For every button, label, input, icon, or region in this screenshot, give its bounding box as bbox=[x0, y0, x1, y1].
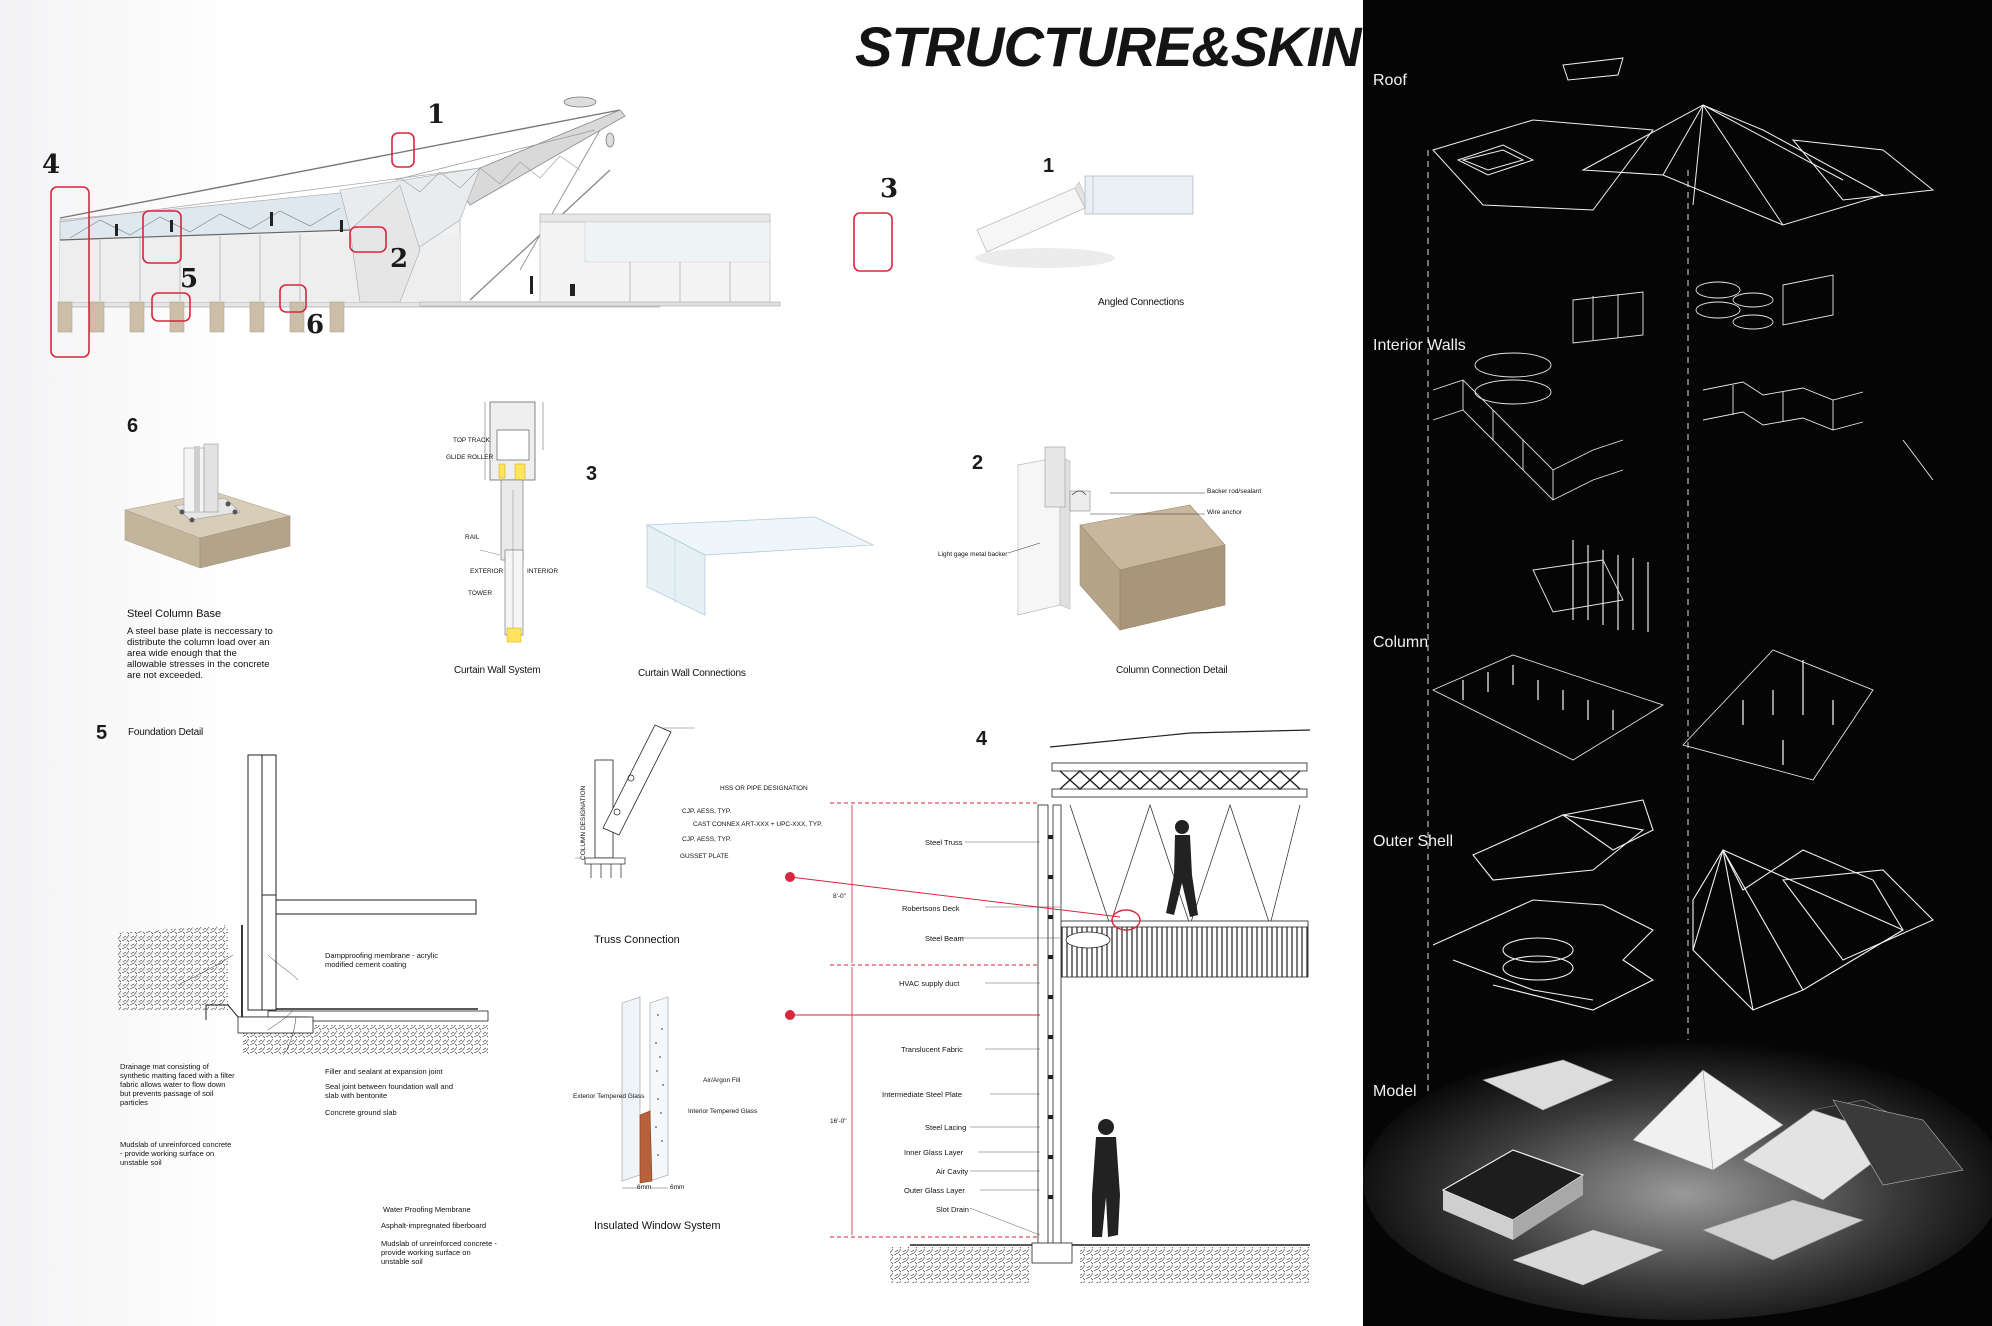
marker-2: 2 bbox=[390, 244, 409, 274]
layer-label-model: Model bbox=[1373, 1083, 1417, 1100]
foundation-note-dampproofing: Dampproofing membrane - acrylic modified… bbox=[325, 951, 438, 969]
section-label-air-cavity: Air Cavity bbox=[936, 1167, 969, 1176]
foundation-note-fiberboard: Asphalt-impregnated fiberboard bbox=[381, 1221, 487, 1230]
section-label-steel-beam: Steel Beam bbox=[925, 934, 964, 943]
window-label-exterior-glass: Exterior Tempered Glass bbox=[573, 1093, 645, 1100]
column-label-metal-backer: Light gage metal backer bbox=[938, 551, 1008, 558]
angled-connection-render bbox=[975, 175, 1194, 268]
window-label-interior-glass: Interior Tempered Glass bbox=[688, 1108, 758, 1115]
section-label-steel-truss: Steel Truss bbox=[925, 838, 963, 847]
foundation-note-drainage-mat: Drainage mat consisting of synthetic mat… bbox=[120, 1062, 235, 1107]
curtain-label-interior: INTERIOR bbox=[527, 568, 559, 575]
building-elevation bbox=[50, 96, 781, 358]
detail-4-number: 4 bbox=[976, 728, 988, 750]
curtain-wall-connection-render bbox=[645, 516, 875, 616]
curtain-wall-system-drawing bbox=[479, 401, 544, 643]
layer-label-outer-shell: Outer Shell bbox=[1373, 833, 1454, 850]
detail-5-number: 5 bbox=[96, 722, 108, 744]
section-label-outer-glass: Outer Glass Layer bbox=[904, 1186, 965, 1195]
curtain-wall-connections-caption: Curtain Wall Connections bbox=[638, 668, 746, 679]
foundation-section-drawing bbox=[118, 754, 489, 1056]
truss-label-cjp-2: CJP, AESS, TYP. bbox=[682, 836, 732, 843]
section-label-slot-drain: Slot Drain bbox=[936, 1205, 969, 1214]
truss-label-cjp-1: CJP, AESS, TYP. bbox=[682, 808, 732, 815]
truss-label-gusset: GUSSET PLATE bbox=[680, 853, 729, 860]
layer-label-roof: Roof bbox=[1373, 72, 1407, 89]
wall-section-drawing bbox=[785, 729, 1311, 1283]
marker-3: 3 bbox=[880, 174, 899, 204]
section-dim-16ft: 16'-0" bbox=[830, 1118, 847, 1125]
curtain-label-top-track: TOP TRACK bbox=[453, 437, 490, 444]
detail-1-number: 1 bbox=[1043, 155, 1055, 177]
truss-connection-drawing bbox=[575, 724, 695, 878]
section-label-intermediate-plate: Intermediate Steel Plate bbox=[882, 1090, 963, 1099]
section-dim-8ft: 8'-0" bbox=[833, 893, 846, 900]
foundation-note-filler-sealant: Filler and sealant at expansion joint bbox=[325, 1067, 443, 1076]
truss-label-hss: HSS OR PIPE DESIGNATION bbox=[720, 785, 808, 792]
layer-label-column: Column bbox=[1373, 634, 1429, 651]
foundation-note-mudslab-left: Mudslab of unreinforced concrete - provi… bbox=[120, 1140, 232, 1167]
exploded-axonometric-panel: Roof Interior Walls Column Outer Shell M… bbox=[1363, 0, 1992, 1326]
section-label-inner-glass: Inner Glass Layer bbox=[904, 1148, 964, 1157]
foundation-detail-caption: Foundation Detail bbox=[128, 727, 203, 738]
curtain-label-tower: TOWER bbox=[468, 590, 493, 597]
section-label-steel-lacing: Steel Lacing bbox=[925, 1123, 967, 1132]
foundation-note-mudslab-right: Mudslab of unreinforced concrete - provi… bbox=[381, 1239, 497, 1266]
column-connection-caption: Column Connection Detail bbox=[1116, 665, 1228, 676]
truss-label-column: COLUMN DESIGNATION bbox=[580, 785, 587, 860]
marker-box-3 bbox=[853, 212, 893, 272]
marker-4: 4 bbox=[42, 150, 61, 180]
steel-column-base-caption: Steel Column Base bbox=[127, 608, 222, 620]
curtain-wall-system-caption: Curtain Wall System bbox=[454, 665, 541, 676]
truss-label-cast-connex: CAST CONNEX ART-XXX + UPC-XXX, TYP. bbox=[693, 821, 823, 828]
window-label-air-argon: Air/Argon Fill bbox=[703, 1077, 741, 1084]
page-title: STRUCTURE&SKIN bbox=[855, 15, 1362, 78]
section-label-translucent-fabric: Translucent Fabric bbox=[901, 1045, 963, 1054]
column-label-backer-rod: Backer rod/sealant bbox=[1207, 488, 1262, 495]
section-label-hvac: HVAC supply duct bbox=[899, 979, 960, 988]
layer-label-interior-walls: Interior Walls bbox=[1373, 337, 1466, 354]
curtain-label-glide-roller: GLIDE ROLLER bbox=[446, 454, 494, 461]
insulated-window-drawing bbox=[621, 996, 669, 1189]
window-label-6mm-2: 6mm bbox=[670, 1184, 685, 1191]
curtain-label-exterior: EXTERIOR bbox=[470, 568, 504, 575]
column-connection-leaders bbox=[1007, 492, 1205, 554]
section-label-robertsons-deck: Robertsons Deck bbox=[902, 904, 960, 913]
insulated-window-caption: Insulated Window System bbox=[594, 1220, 721, 1232]
marker-6: 6 bbox=[306, 310, 325, 340]
detail-3-number: 3 bbox=[586, 463, 598, 485]
curtain-label-rail: RAIL bbox=[465, 534, 480, 541]
truss-connection-caption: Truss Connection bbox=[594, 934, 680, 946]
column-connection-render bbox=[1017, 446, 1226, 631]
column-label-wire-anchor: Wire anchor bbox=[1207, 509, 1243, 516]
marker-1: 1 bbox=[427, 100, 446, 130]
foundation-note-seal-joint: Seal joint between foundation wall and s… bbox=[325, 1082, 454, 1100]
detail-6-number: 6 bbox=[127, 415, 139, 437]
marker-5: 5 bbox=[180, 264, 199, 294]
exploded-axonometric-drawing bbox=[1363, 57, 1992, 1320]
steel-column-base-render bbox=[123, 443, 292, 569]
angled-connections-caption: Angled Connections bbox=[1098, 297, 1184, 308]
detail-2-number: 2 bbox=[972, 452, 984, 474]
steel-column-base-text: A steel base plate is neccessary to dist… bbox=[127, 626, 273, 681]
foundation-note-waterproofing: Water Proofing Membrane bbox=[383, 1205, 471, 1214]
foundation-note-ground-slab: Concrete ground slab bbox=[325, 1108, 397, 1117]
window-label-6mm-1: 6mm bbox=[637, 1184, 652, 1191]
